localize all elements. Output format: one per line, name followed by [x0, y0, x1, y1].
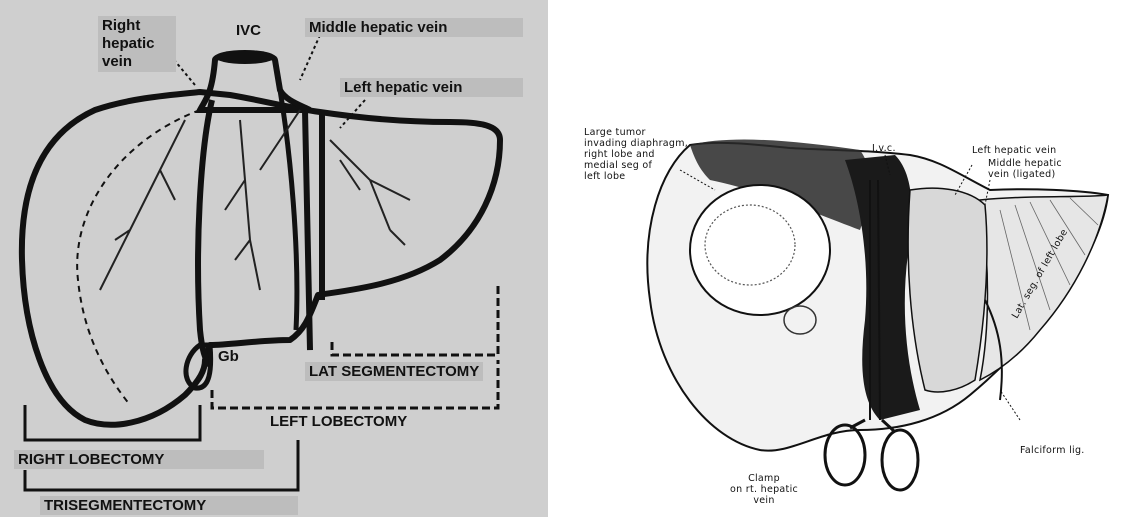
label-right-lobectomy: RIGHT LOBECTOMY [14, 450, 264, 469]
label-ivc-illustration: I.v.c. [872, 143, 896, 154]
label-left-hepatic-vein-illustration: Left hepatic vein [972, 145, 1056, 156]
middle-tissue [908, 188, 987, 392]
liver-resection-diagram: Right hepatic vein IVC Middle hepatic ve… [0, 0, 548, 517]
label-trisegmentectomy: TRISEGMENTECTOMY [40, 496, 298, 515]
clamp-ring-left [825, 425, 865, 485]
label-right-hepatic-vein: Right hepatic vein [98, 16, 176, 72]
middle-hepatic-vein-line [198, 100, 212, 365]
label-gb: Gb [218, 348, 239, 365]
clamp-ring-right [882, 430, 918, 490]
falciform-line [305, 110, 322, 350]
surgical-illustration: Large tumor invading diaphragm, right lo… [560, 0, 1124, 517]
label-clamp: Clamp on rt. hepatic vein [730, 473, 798, 506]
label-ivc: IVC [236, 22, 261, 39]
label-large-tumor: Large tumor invading diaphragm, right lo… [584, 127, 688, 182]
label-left-lobectomy: LEFT LOBECTOMY [270, 413, 407, 430]
tumor [690, 185, 830, 315]
illustration-drawing [560, 0, 1124, 517]
label-middle-hepatic-vein: Middle hepatic vein [305, 18, 523, 37]
label-left-hepatic-vein: Left hepatic vein [340, 78, 523, 97]
lateral-segment-hatching [980, 195, 1108, 380]
label-lat-segmentectomy: LAT SEGMENTECTOMY [305, 362, 483, 381]
ivc-lumen [215, 50, 275, 64]
right-hepatic-vein-dashed [77, 110, 200, 405]
vein-branches [100, 110, 410, 290]
lat-segmentectomy-bracket [332, 285, 498, 355]
label-falciform: Falciform lig. [1020, 445, 1085, 456]
label-middle-hepatic-vein-illustration: Middle hepatic vein (ligated) [988, 158, 1062, 180]
